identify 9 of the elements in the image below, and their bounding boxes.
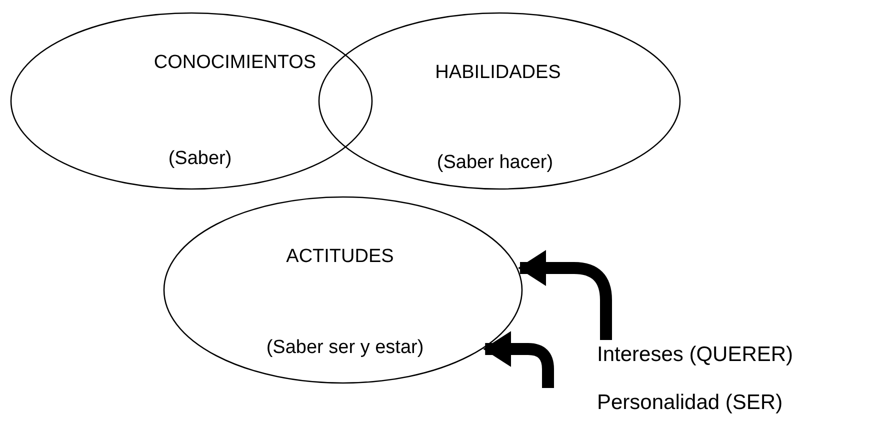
factor-label: Intereses (QUERER) (597, 343, 794, 366)
set-subtitle: (Saber ser y estar) (266, 337, 424, 359)
set-title: HABILIDADES (435, 62, 561, 84)
set-title: CONOCIMIENTOS (154, 52, 316, 74)
set-subtitle: (Saber hacer) (436, 152, 554, 174)
set-subtitle: (Saber) (168, 148, 232, 170)
curved-arrow (518, 250, 612, 340)
set-title: ACTITUDES (286, 246, 394, 268)
factor-label: Personalidad (SER) (597, 391, 783, 414)
